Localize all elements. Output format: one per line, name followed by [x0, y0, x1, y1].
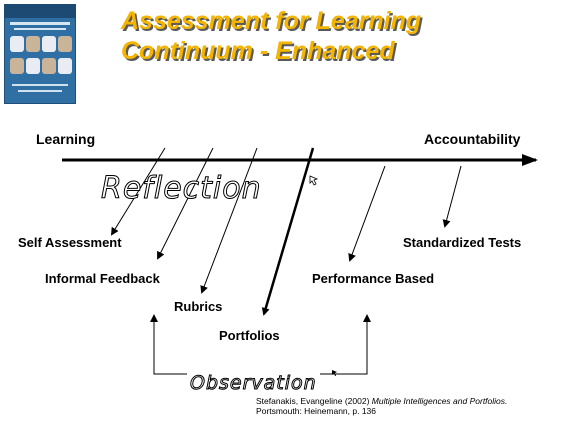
label-informal-feedback: Informal Feedback [45, 271, 160, 286]
axis-right-label: Accountability [424, 131, 521, 147]
citation: Stefanakis, Evangeline (2002) Multiple I… [256, 396, 507, 416]
slide-title: Assessment for Learning Continuum - Enha… [121, 6, 541, 66]
title-line-2: Continuum - Enhanced [121, 37, 395, 65]
observation-arrowhead-left [150, 314, 158, 322]
arrow-informal-feedback [157, 147, 214, 260]
citation-author: Stefanakis, Evangeline (2002) [256, 396, 370, 406]
label-performance-based: Performance Based [312, 271, 435, 286]
label-portfolios: Portfolios [219, 328, 280, 343]
axis-left-label: Learning [36, 131, 96, 147]
arrow-standardized-tests [442, 165, 462, 228]
observation-label: Observation [187, 372, 320, 395]
label-rubrics: Rubrics [174, 299, 223, 314]
label-self-assessment: Self Assessment [18, 235, 122, 250]
book-cover-image [4, 4, 76, 104]
citation-publisher: Portsmouth: Heinemann, p. 136 [256, 406, 377, 416]
arrow-self-assessment [110, 147, 166, 236]
reflection-label: Reflection [101, 171, 262, 207]
observation-arrowhead-right [363, 314, 371, 322]
arrow-performance-based [348, 165, 386, 262]
arrow-rubrics [200, 147, 258, 294]
cursor-mark-icon [309, 175, 319, 186]
arrow-portfolios [261, 147, 315, 316]
citation-book-title: Multiple Intelligences and Portfolios. [371, 396, 508, 406]
cursor-mark-icon [332, 370, 337, 376]
label-standardized-tests: Standardized Tests [403, 235, 522, 250]
title-line-1: Assessment for Learning [121, 7, 422, 35]
